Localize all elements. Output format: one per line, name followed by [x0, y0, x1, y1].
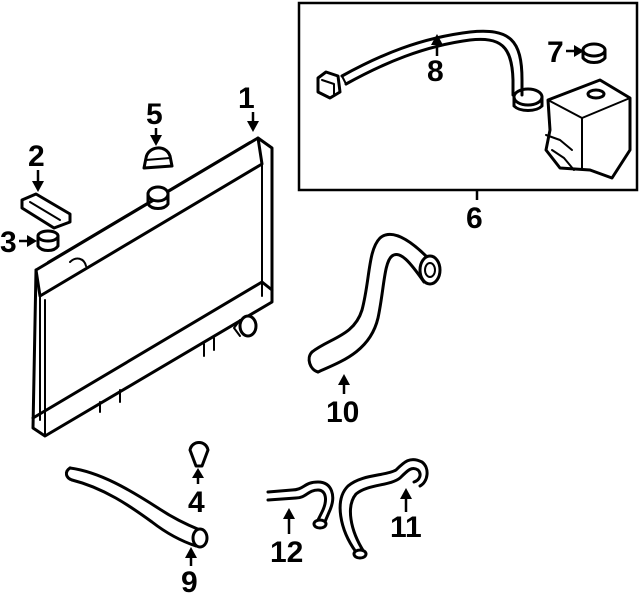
radiator-lower-outlet — [233, 314, 258, 338]
overflow-hose — [340, 29, 524, 97]
leader-4-arrowhead — [192, 468, 204, 478]
radiator-cap — [142, 146, 174, 170]
radiator — [31, 136, 274, 438]
callout-6: 6 — [466, 202, 483, 235]
leader-10-arrowhead — [338, 374, 350, 385]
radiator-mount-bracket — [20, 192, 72, 230]
leader-5-arrowhead — [150, 135, 162, 146]
callout-8: 8 — [427, 55, 444, 88]
callout-3: 3 — [0, 226, 17, 259]
callout-4: 4 — [188, 486, 205, 519]
lower-radiator-hose — [64, 466, 209, 549]
hose-clamp-left — [316, 70, 342, 100]
reservoir-inset-frame — [297, 1, 639, 192]
reservoir-cap — [581, 42, 607, 64]
callout-2: 2 — [28, 140, 45, 173]
callout-10: 10 — [326, 396, 359, 429]
leader-3-arrowhead — [27, 235, 37, 247]
leader-11-arrowhead — [400, 488, 412, 499]
leader-1-arrowhead — [247, 121, 259, 132]
callout-11: 11 — [390, 511, 422, 544]
upper-radiator-hose — [307, 232, 442, 374]
callout-1: 1 — [238, 82, 255, 115]
drain-plug — [188, 441, 210, 468]
callout-12: 12 — [270, 536, 303, 569]
leader-7-arrowhead — [574, 45, 584, 57]
radiator-filler-neck — [146, 185, 170, 210]
leader-8-arrowhead — [431, 34, 443, 45]
heater-hose — [338, 458, 429, 560]
coolant-reservoir-tank — [544, 78, 632, 180]
leader-12-arrowhead — [283, 508, 295, 519]
reservoir-inset: 7 8 — [297, 1, 639, 192]
callout-7: 7 — [547, 36, 564, 69]
leader-9-arrowhead — [185, 547, 197, 558]
leader-2-arrowhead — [32, 181, 44, 192]
hose-clamp-right — [512, 87, 544, 112]
callout-9: 9 — [181, 566, 198, 594]
callout-5: 5 — [146, 98, 163, 131]
bypass-hose — [266, 480, 335, 530]
radiator-mount-bushing — [36, 229, 60, 252]
